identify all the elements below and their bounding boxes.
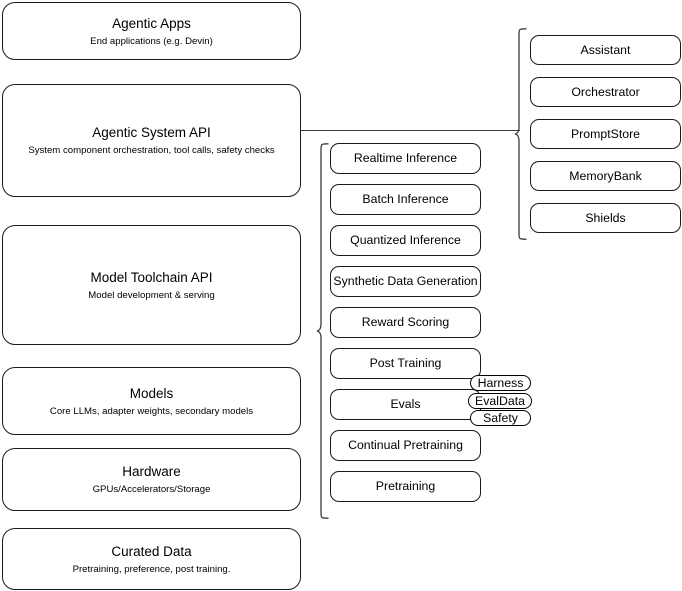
agentic-item-label-shields: Shields	[585, 210, 626, 225]
agentic-item-shields[interactable]: Shields	[530, 203, 681, 233]
agentic-item-assistant[interactable]: Assistant	[530, 35, 681, 65]
toolchain-item-quantized-inference[interactable]: Quantized Inference	[330, 225, 481, 256]
layer-title-model-toolchain-api: Model Toolchain API	[90, 269, 213, 285]
toolchain-item-label-quantized-inference: Quantized Inference	[350, 233, 461, 247]
evals-pill-label-evaldata: EvalData	[475, 394, 525, 408]
agentic-item-label-orchestrator: Orchestrator	[571, 84, 640, 99]
toolchain-item-label-reward-scoring: Reward Scoring	[361, 315, 450, 329]
toolchain-item-label-continual-pretraining: Continual Pretraining	[348, 438, 463, 452]
layer-subtitle-hardware: GPUs/Accelerators/Storage	[92, 484, 211, 495]
evals-pill-safety[interactable]: Safety	[470, 410, 531, 426]
toolchain-item-pretraining[interactable]: Pretraining	[330, 471, 481, 502]
toolchain-item-label-post-training: Post Training	[369, 356, 442, 370]
agentic-item-promptstore[interactable]: PromptStore	[530, 119, 681, 149]
toolchain-item-label-realtime-inference: Realtime Inference	[353, 151, 458, 165]
toolchain-item-continual-pretraining[interactable]: Continual Pretraining	[330, 430, 481, 461]
layer-title-agentic-system-api: Agentic System API	[92, 125, 211, 140]
agentic-item-memorybank[interactable]: MemoryBank	[530, 161, 681, 191]
toolchain-item-post-training[interactable]: Post Training	[330, 348, 481, 379]
toolchain-item-reward-scoring[interactable]: Reward Scoring	[330, 307, 481, 338]
toolchain-item-label-pretraining: Pretraining	[375, 479, 436, 493]
agentic-item-label-promptstore: PromptStore	[570, 126, 641, 141]
layer-box-model-toolchain-api[interactable]: Model Toolchain API Model development & s…	[2, 225, 301, 345]
agentic-item-orchestrator[interactable]: Orchestrator	[530, 77, 681, 107]
brace-agentic-system-components	[514, 28, 527, 240]
toolchain-item-label-evals: Evals	[390, 397, 421, 411]
layer-subtitle-agentic-apps: End applications (e.g. Devin)	[90, 35, 213, 47]
evals-pill-evaldata[interactable]: EvalData	[468, 393, 532, 409]
toolchain-item-evals[interactable]: Evals	[330, 389, 481, 420]
toolchain-item-label-synthetic-data-generation: Synthetic Data Generation	[333, 274, 478, 288]
toolchain-item-label-batch-inference: Batch Inference	[362, 192, 449, 206]
layer-title-agentic-apps: Agentic Apps	[112, 15, 191, 31]
layer-box-agentic-system-api[interactable]: Agentic System API System component orche…	[2, 84, 301, 197]
layer-title-curated-data: Curated Data	[111, 543, 192, 559]
layer-subtitle-curated-data: Pretraining, preference, post training.	[72, 563, 231, 575]
evals-pill-label-safety: Safety	[483, 411, 518, 425]
evals-pill-label-harness: Harness	[477, 376, 524, 390]
layer-title-hardware: Hardware	[122, 464, 181, 479]
brace-model-toolchain-components	[316, 143, 329, 519]
agentic-item-label-memorybank: MemoryBank	[569, 168, 642, 183]
toolchain-item-realtime-inference[interactable]: Realtime Inference	[330, 143, 481, 174]
toolchain-item-batch-inference[interactable]: Batch Inference	[330, 184, 481, 215]
layer-subtitle-model-toolchain-api: Model development & serving	[88, 289, 215, 301]
toolchain-item-synthetic-data-generation[interactable]: Synthetic Data Generation	[330, 266, 481, 297]
layer-title-models: Models	[129, 385, 174, 401]
layer-subtitle-agentic-system-api: System component orchestration, tool cal…	[28, 145, 275, 156]
evals-pill-harness[interactable]: Harness	[470, 375, 531, 391]
layer-subtitle-models: Core LLMs, adapter weights, secondary mo…	[49, 405, 254, 417]
agentic-item-label-assistant: Assistant	[580, 42, 631, 57]
connector-line-agentic-system-api	[301, 130, 520, 131]
